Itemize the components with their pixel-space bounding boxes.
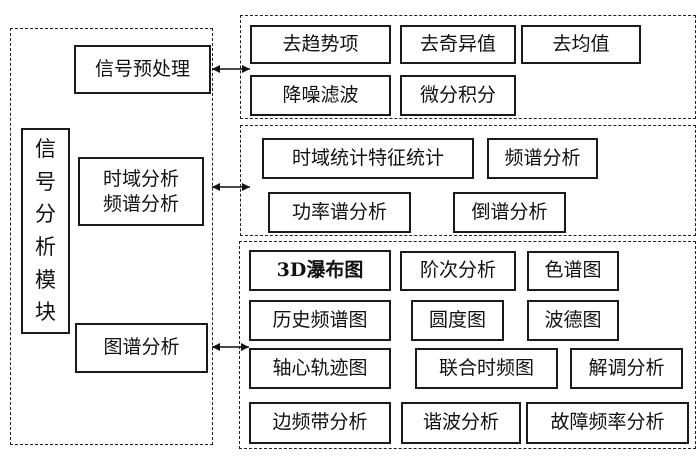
roundness-chart-item[interactable]: 圆度图 [411,300,504,341]
time-domain-statistics-item[interactable]: 时域统计特征统计 [262,138,474,179]
orbit-chart-item[interactable]: 轴心轨迹图 [249,348,391,389]
node-line: 时域分析 [102,167,179,190]
signal-analysis-module-title: 信 号 分 析 模 块 [21,128,70,334]
waterfall-3d-item[interactable]: 3D瀑布图 [249,250,391,291]
bode-chart-item[interactable]: 波德图 [527,300,619,341]
order-analysis-item[interactable]: 阶次分析 [400,251,516,291]
title-char: 分 [35,202,56,227]
title-char: 块 [35,300,56,325]
power-spectrum-item[interactable]: 功率谱分析 [268,192,411,233]
spectrum-analysis-item[interactable]: 频谱分析 [487,138,598,179]
title-char: 信 [35,137,56,162]
fault-frequency-item[interactable]: 故障频率分析 [526,402,689,444]
spectrum-chart-analysis-node[interactable]: 图谱分析 [75,323,208,373]
color-spectrum-item[interactable]: 色谱图 [527,251,619,291]
time-frequency-chart-item[interactable]: 联合时频图 [415,348,558,389]
node-line: 频谱分析 [102,192,179,215]
detrend-item[interactable]: 去趋势项 [250,25,391,64]
title-char: 号 [35,169,56,194]
time-frequency-group [240,125,696,236]
time-frequency-analysis-node[interactable]: 时域分析 频谱分析 [78,157,204,226]
demodulation-item[interactable]: 解调分析 [570,348,683,389]
remove-mean-item[interactable]: 去均值 [521,25,641,64]
title-char: 析 [35,235,56,259]
differentiate-integrate-item[interactable]: 微分积分 [400,75,516,116]
remove-outliers-item[interactable]: 去奇异值 [400,25,516,64]
signal-analysis-module-container [10,28,213,445]
harmonic-analysis-item[interactable]: 谐波分析 [401,402,521,444]
signal-preprocessing-node[interactable]: 信号预处理 [74,45,211,94]
title-char: 模 [35,267,56,292]
denoise-filter-item[interactable]: 降噪滤波 [250,75,391,116]
sideband-analysis-item[interactable]: 边频带分析 [249,402,391,444]
history-spectrum-item[interactable]: 历史频谱图 [249,300,391,341]
cepstrum-item[interactable]: 倒谱分析 [453,192,566,233]
